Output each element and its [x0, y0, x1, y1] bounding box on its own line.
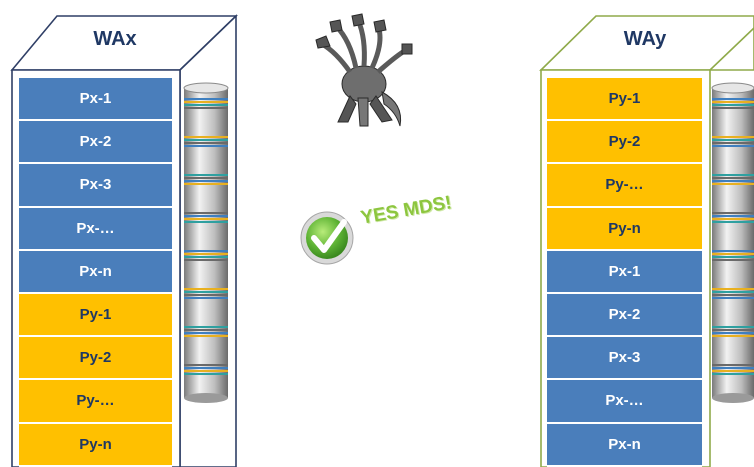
way-block-px-: Px-… — [547, 380, 702, 424]
wax-block-px-n: Px-n — [19, 250, 172, 294]
wax-block-px-: Px-… — [19, 207, 172, 251]
wax-block-py-1: Py-1 — [19, 294, 172, 338]
way-block-px-2: Px-2 — [547, 294, 702, 338]
way-title: WAy — [623, 28, 667, 50]
wax-block-py-2: Py-2 — [19, 337, 172, 381]
way-block-px-3: Px-3 — [547, 337, 702, 381]
way-block-py-n: Py-n — [547, 207, 702, 251]
way-disk-stack-icon — [711, 82, 754, 403]
wax-block-py-: Py-… — [19, 380, 172, 424]
wax-block-px-2: Px-2 — [19, 121, 172, 165]
way-block-px-1: Px-1 — [547, 250, 702, 294]
wax-block-py-n: Py-n — [19, 423, 172, 467]
way-block-py-2: Py-2 — [547, 121, 702, 165]
way-block-py-1: Py-1 — [547, 78, 702, 122]
wax-block-px-3: Px-3 — [19, 164, 172, 208]
wax-block-px-1: Px-1 — [19, 78, 172, 122]
way-block-px-n: Px-n — [547, 423, 702, 467]
wax-title: WAx — [93, 28, 137, 50]
way-block-py-: Py-… — [547, 164, 702, 208]
wax-disk-stack-icon — [183, 82, 229, 403]
